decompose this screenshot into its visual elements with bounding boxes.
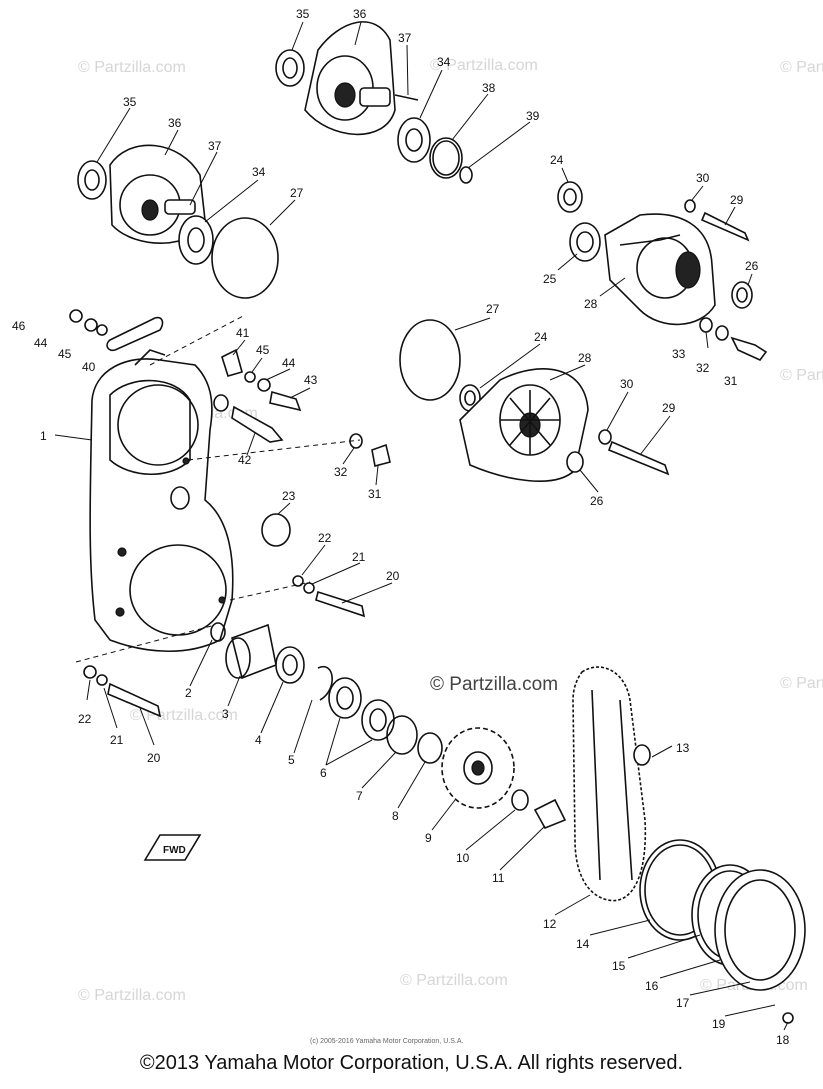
part-label: 26 [590,494,604,508]
part-label: 28 [584,297,598,311]
part-label: 2 [185,686,192,700]
watermark-text: © Partzilla.com [780,367,823,384]
part-label: 42 [238,453,252,467]
part-label: 44 [282,356,296,370]
part-label: 37 [208,139,222,153]
part-label: 21 [352,550,366,564]
fine-print: (c) 2005-2016 Yamaha Motor Corporation, … [310,1038,463,1045]
part-label: 30 [696,171,710,185]
part-label: 6 [320,766,327,780]
part-label: 9 [425,831,432,845]
part-label: 35 [296,7,310,21]
part-label: 1 [40,429,47,443]
part-label: 29 [662,401,676,415]
chain-and-cover-plates [572,666,806,1024]
part-label: 26 [745,259,759,273]
part-label: 32 [696,361,710,375]
part-label: 27 [486,302,500,316]
part-label: 28 [578,351,592,365]
watermark-text: © Partzilla.com [78,59,186,76]
left-bearing-housing [77,144,279,299]
part-label: 14 [576,937,590,951]
part-label: 20 [386,569,400,583]
part-label: 43 [304,373,318,387]
part-label: 31 [724,374,738,388]
part-label: 21 [110,733,124,747]
upper-bearing-housing [275,21,473,184]
part-label: 8 [392,809,399,823]
part-label: 12 [543,917,557,931]
part-label: 36 [168,116,182,130]
part-label: 34 [437,55,451,69]
drive-shaft-stack [210,622,567,830]
copyright-notice: ©2013 Yamaha Motor Corporation, U.S.A. A… [139,1052,684,1074]
part-label: 45 [256,343,270,357]
part-label: 27 [290,186,304,200]
bracket-hardware [69,309,391,718]
part-label: 37 [398,31,412,45]
fwd-label: FWD [163,845,186,856]
part-label: 16 [645,979,659,993]
main-chain-case [89,349,234,652]
leader-lines [54,21,789,1031]
part-label: 35 [123,95,137,109]
part-label: 7 [356,789,363,803]
part-label: 18 [776,1033,790,1047]
part-label: 22 [318,531,332,545]
part-label: 13 [676,741,690,755]
part-label: 40 [82,360,96,374]
part-label: 31 [368,487,382,501]
part-label: 3 [222,707,229,721]
middle-right-housing [399,319,670,482]
part-label: 11 [492,871,505,885]
watermark-text: © Partzilla.com [780,675,823,692]
part-label: 24 [550,153,564,167]
part-label: 29 [730,193,744,207]
part-label: 38 [482,81,496,95]
part-label: 44 [34,336,48,350]
part-label: 41 [236,326,250,340]
part-label: 10 [456,851,470,865]
part-label: 45 [58,347,72,361]
part-label: 17 [676,996,690,1010]
part-label: 20 [147,751,161,765]
part-label: 19 [712,1017,726,1031]
watermark-text: © Partzilla.com [430,57,538,74]
watermark-text: © Partzilla.com [400,972,508,989]
part-label: 22 [78,712,92,726]
part-label: 15 [612,959,626,973]
upper-right-bracket [557,181,768,361]
part-label: 36 [353,7,367,21]
part-label: 34 [252,165,266,179]
partzilla-watermark: © Partzilla.com [430,674,558,695]
part-label: 33 [672,347,686,361]
watermark-text: © Partzilla.com [78,987,186,1004]
part-number-labels: 35 36 37 34 38 39 35 36 37 34 27 24 30 2… [12,7,790,1047]
part-label: 5 [288,753,295,767]
part-label: 4 [255,733,262,747]
part-label: 25 [543,272,557,286]
watermark-text: © Partzilla.com [780,59,823,76]
part-label: 30 [620,377,634,391]
part-label: 39 [526,109,540,123]
part-label: 24 [534,330,548,344]
part-label: 46 [12,319,26,333]
part-label: 23 [282,489,296,503]
part-label: 32 [334,465,348,479]
forward-direction-badge: FWD [143,834,202,861]
